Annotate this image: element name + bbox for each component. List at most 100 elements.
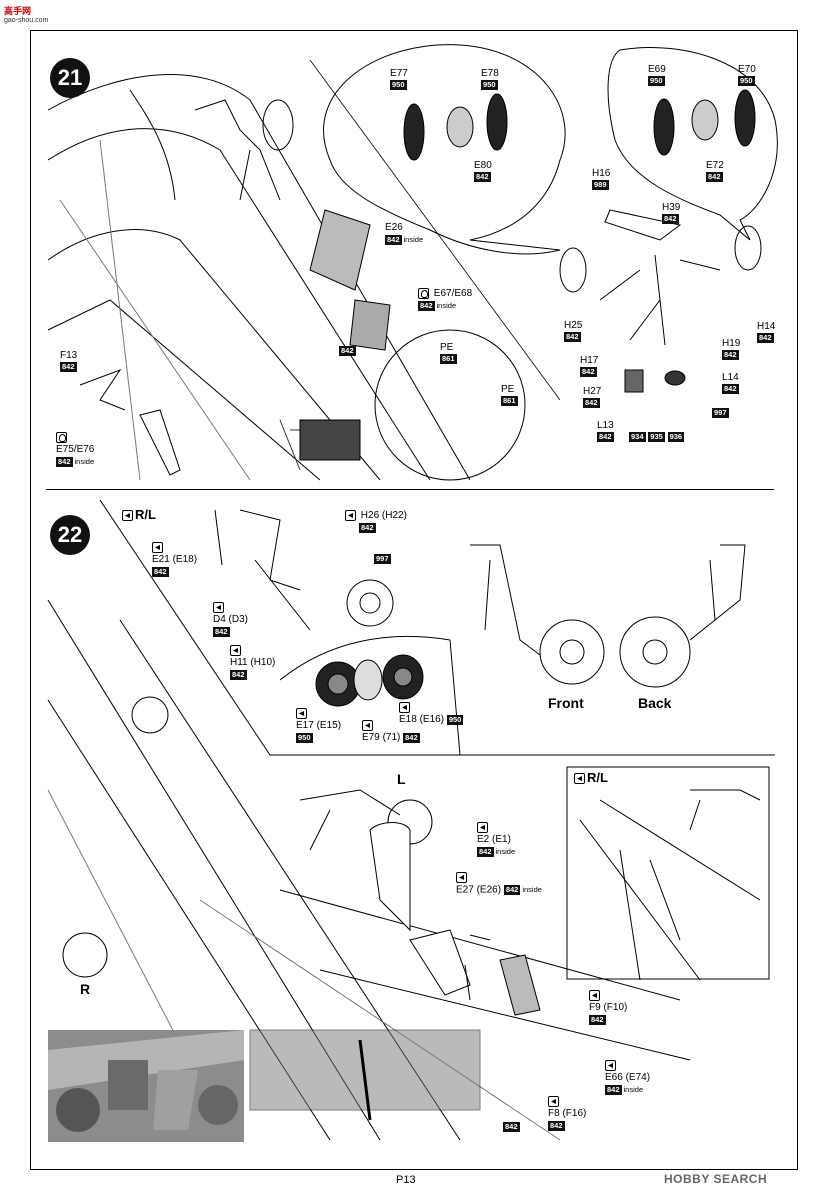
part-label-E72: E72 842 — [706, 160, 724, 184]
part-label-H25: H25 842 — [564, 320, 582, 344]
color-code: 989 — [592, 180, 609, 191]
part-number: H16 — [592, 168, 611, 179]
color-code: 842 — [605, 1085, 622, 1096]
part-number: E79 (71) — [362, 732, 401, 744]
color-code: 842 — [359, 522, 376, 533]
color-code: 842 — [152, 566, 169, 577]
color-code: 842 — [474, 172, 491, 183]
reference-photo — [48, 1030, 244, 1142]
front-caption: Front — [548, 695, 584, 711]
rl-label-inset: R/L — [574, 770, 608, 785]
color-code: 842 — [385, 235, 402, 245]
part-number: E66 (E74) — [605, 1072, 651, 1084]
color-code: 842 — [339, 346, 356, 357]
part-number: H14 — [757, 321, 776, 332]
symmetry-icon — [213, 602, 224, 613]
part-number: H39 — [662, 202, 681, 213]
L14-extra-code: 997 — [712, 408, 729, 420]
symmetry-icon — [589, 990, 600, 1001]
symmetry-icon — [296, 708, 307, 719]
symmetry-icon — [152, 542, 163, 553]
color-code: 842 — [722, 350, 739, 361]
part-number: E70 — [738, 64, 756, 75]
part-number: E69 — [648, 64, 666, 75]
part-label-H26: H26 (H22) 842 — [345, 510, 407, 534]
part-number: E67/E68 — [433, 288, 473, 300]
color-code: 842 — [589, 1014, 606, 1025]
color-code: 950 — [446, 714, 464, 725]
watermark-logo: 高手网 gao-shou.com — [4, 4, 48, 24]
color-code: 950 — [296, 732, 313, 743]
glue-icon — [56, 432, 67, 443]
color-code: 861 — [440, 354, 457, 365]
part-label-E17: E17 (E15) 950 — [296, 708, 341, 744]
color-code: 842 — [503, 885, 521, 896]
inside-note: inside — [522, 885, 542, 895]
color-code: 842 — [56, 457, 73, 468]
part-number: E77 — [390, 68, 408, 79]
part-label-E78: E78 950 — [481, 68, 499, 92]
reference-photo-image — [48, 1030, 244, 1142]
color-code: 842 — [662, 214, 679, 225]
part-label-F8: F8 (F16) 842 — [548, 1096, 586, 1132]
color-code: 842 — [583, 398, 600, 409]
step-divider — [46, 489, 774, 490]
part-label-L14: L14 842 — [722, 372, 739, 396]
symmetry-icon — [456, 872, 467, 883]
color-code: 950 — [390, 80, 407, 91]
part-label-E79: E79 (71) 842 — [362, 720, 420, 744]
symmetry-icon — [362, 720, 373, 731]
H26-extra-code: 997 — [374, 554, 391, 566]
symmetry-icon — [399, 702, 410, 713]
part-label-H11: H11 (H10) 842 — [230, 645, 275, 681]
color-code: 842 — [418, 301, 435, 312]
part-label-E80: E80 842 — [474, 160, 492, 184]
part-label-E77: E77 950 — [390, 68, 408, 92]
color-code: 935 — [648, 432, 665, 443]
part-number: E21 (E18) — [152, 554, 198, 566]
part-label-PE-b: PE 861 — [501, 384, 518, 408]
glue-icon — [418, 288, 429, 299]
part-label-E21: E21 (E18) 842 — [152, 542, 197, 578]
color-code: 842 — [477, 847, 494, 858]
part-number: H25 — [564, 320, 583, 331]
part-number: H26 (H22) — [360, 510, 407, 522]
part-number: PE — [501, 384, 515, 395]
part-number: H19 — [722, 338, 741, 349]
page-number: P13 — [396, 1174, 416, 1186]
color-code: 842 — [60, 362, 77, 373]
color-code: 997 — [374, 554, 391, 565]
step-21-number: 21 — [50, 58, 90, 98]
part-number: PE — [440, 342, 454, 353]
part-label-H16: H16 989 — [592, 168, 610, 192]
rl-text: R/L — [587, 770, 608, 785]
symmetry-icon — [574, 773, 585, 785]
color-code: 842 — [722, 384, 739, 395]
part-label-E69: E69 950 — [648, 64, 666, 88]
color-code: 936 — [667, 432, 685, 443]
symmetry-icon — [345, 510, 356, 521]
color-code: 842 — [403, 732, 420, 743]
watermark-url: gao-shou.com — [4, 17, 49, 24]
part-number: E2 (E1) — [477, 834, 511, 846]
part-number: E18 (E16) — [399, 714, 445, 726]
part-label-F13: F13 842 — [60, 350, 77, 374]
part-number: F8 (F16) — [548, 1108, 587, 1120]
part-number: H11 (H10) — [230, 657, 276, 669]
color-code: 861 — [501, 396, 518, 407]
color-code: 934 — [629, 432, 646, 443]
L13-paint-codes: 934 935 936 — [629, 432, 685, 444]
left-gear-label: L — [397, 771, 406, 787]
part-label-L13: L13 842 — [597, 420, 614, 444]
color-code: 997 — [712, 408, 729, 419]
part-number: D4 (D3) — [213, 614, 249, 626]
part-number: F13 — [60, 350, 78, 361]
right-gear-label: R — [80, 981, 91, 997]
color-code: 950 — [738, 76, 755, 87]
part-label-H17: H17 842 — [580, 355, 598, 379]
color-code: 842 — [597, 432, 614, 443]
